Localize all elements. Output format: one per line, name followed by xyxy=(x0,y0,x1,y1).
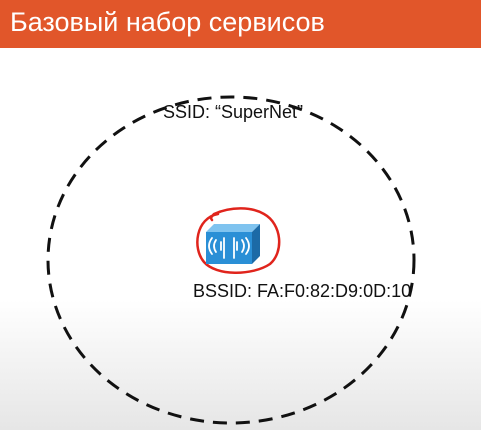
title-bar: Базовый набор сервисов xyxy=(0,0,481,48)
bssid-label: BSSID: FA:F0:82:D9:0D:10 xyxy=(193,281,412,301)
wireless-access-point-icon xyxy=(206,224,260,264)
slide-title: Базовый набор сервисов xyxy=(10,7,325,37)
ssid-label: SSID: “SuperNet” xyxy=(163,102,304,122)
highlight-circle xyxy=(196,207,281,274)
coverage-boundary xyxy=(46,95,416,425)
